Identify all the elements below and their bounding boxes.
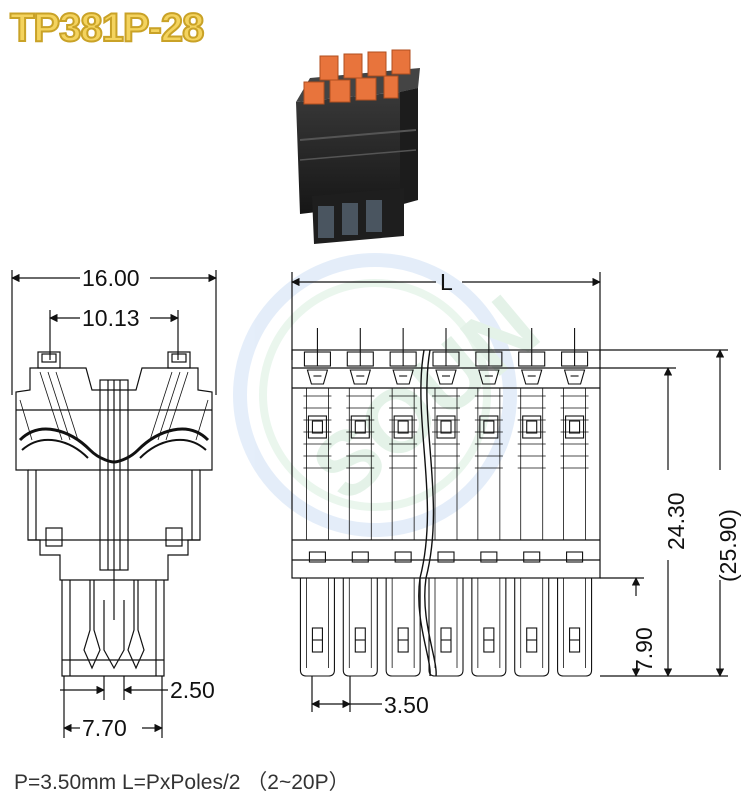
dim-base-width: 7.70 [82,715,127,741]
pole-5 [471,328,507,677]
front-view [291,272,728,712]
dim-height-body: 24.30 [663,492,689,550]
dim-inner-width: 10.13 [82,305,140,331]
watermark-logo: SOUN [233,253,558,537]
dim-pin-length: 7.90 [631,627,657,672]
side-view [11,270,217,738]
dim-height-total: (25.90) [715,509,741,582]
pole-1 [299,328,335,677]
footer-formula: P=3.50mm L=PxPoles/2 （2~20P） [14,771,350,794]
pole-3 [385,328,421,677]
pole-7 [557,328,593,677]
connector-3d-render [296,49,420,244]
pole-2 [342,328,378,677]
dim-overall-width: 16.00 [82,265,140,291]
dim-length: L [440,269,453,295]
pole-4 [428,328,464,677]
pole-6 [514,328,550,677]
product-title: TP381P-28 [9,5,205,51]
pole-array [299,328,593,677]
dim-pin-spacing: 2.50 [170,677,215,703]
dim-pitch: 3.50 [384,692,429,718]
